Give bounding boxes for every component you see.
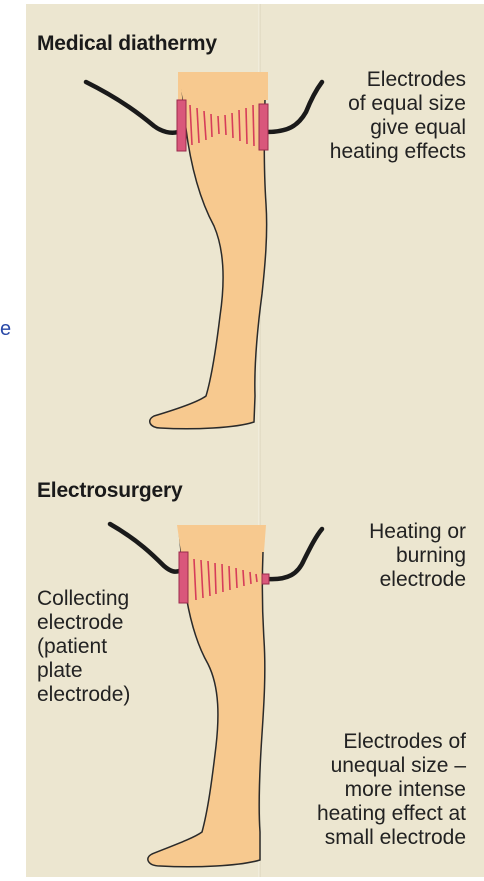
active-electrode-caption: Heating or burning electrode [306,520,466,592]
diathermy-equal-electrodes-caption: Electrodes of equal size give equal heat… [306,68,466,164]
unequal-electrodes-caption: Electrodes of unequal size – more intens… [266,730,466,850]
electrosurgery-collecting-electrode [179,552,188,603]
collecting-electrode-caption: Collecting electrode (patient plate elec… [37,587,167,707]
electrosurgery-active-electrode [262,574,269,584]
diathermy-right-electrode [259,104,268,150]
electrosurgery-left-lead-wire [110,524,181,572]
diathermy-left-lead-wire [86,82,178,133]
electrosurgery-heading: Electrosurgery [37,479,182,503]
medical-diathermy-heading: Medical diathermy [37,32,217,56]
diathermy-leg [150,76,267,429]
electrosurgery-leg-crop-fill [177,525,266,552]
diathermy-leg-figure [150,72,268,429]
diathermy-leg-crop-fill [178,72,268,100]
diathermy-left-electrode [177,100,186,151]
stray-text-fragment: e [0,318,11,341]
